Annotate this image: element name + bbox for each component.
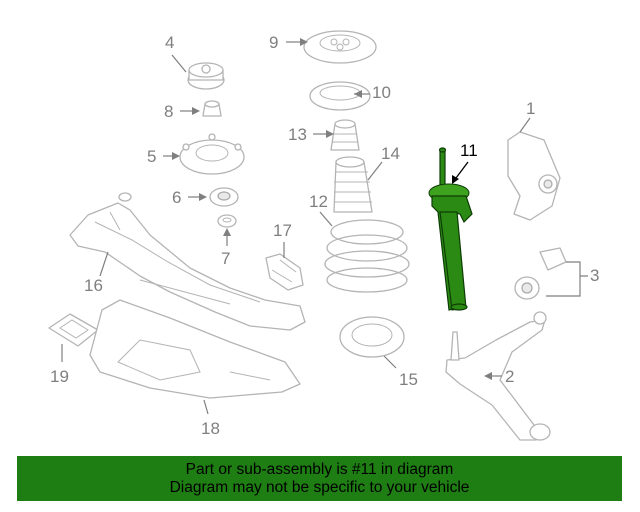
- callout-6: 6: [172, 188, 181, 207]
- callout-16: 16: [84, 276, 103, 295]
- part-3-bushings[interactable]: [514, 247, 567, 300]
- callout-13: 13: [288, 125, 307, 144]
- callout-16-leader: [99, 251, 109, 277]
- part-15-spring-pad[interactable]: [339, 316, 405, 358]
- part-17-bracket[interactable]: [265, 253, 304, 291]
- part-9-strut-mount-cap[interactable]: [303, 30, 377, 64]
- part-11-strut-highlighted[interactable]: [428, 147, 473, 311]
- part-7-washer[interactable]: [217, 214, 237, 228]
- callout-4: 4: [165, 33, 174, 52]
- callout-15: 15: [399, 370, 418, 389]
- callout-19: 19: [50, 367, 69, 386]
- callout-17: 17: [273, 221, 292, 240]
- callout-12: 12: [309, 192, 328, 211]
- banner-line-2: Diagram may not be specific to your vehi…: [169, 479, 470, 496]
- part-4-upper-mount[interactable]: [187, 62, 225, 90]
- part-14-dust-boot[interactable]: [333, 156, 373, 213]
- callout-2: 2: [505, 367, 514, 386]
- callout-14: 14: [381, 144, 400, 163]
- part-2-control-arm[interactable]: [445, 311, 551, 441]
- callout-3: 3: [590, 266, 599, 285]
- part-6-bearing[interactable]: [209, 187, 239, 207]
- parts-diagram: 4 9 10 8 13 5 14 6 12 7 17 16 19 15 18 1…: [48, 30, 599, 441]
- part-1-steering-knuckle[interactable]: [507, 131, 561, 221]
- info-banner: Part or sub-assembly is #11 in diagram D…: [17, 456, 622, 501]
- part-19-pad[interactable]: [48, 313, 99, 347]
- callout-9: 9: [269, 33, 278, 52]
- callout-15-leader: [383, 355, 397, 369]
- part-8-nut[interactable]: [202, 100, 222, 117]
- callout-8: 8: [164, 102, 173, 121]
- callout-1-leader: [519, 117, 531, 133]
- callout-4-leader: [171, 54, 187, 73]
- part-13-bump-stop[interactable]: [330, 119, 360, 151]
- banner-line-1: Part or sub-assembly is #11 in diagram: [185, 461, 454, 478]
- callout-1: 1: [526, 99, 535, 118]
- part-16-subframe[interactable]: [69, 192, 306, 331]
- part-18-underbody-plate[interactable]: [89, 299, 301, 399]
- callout-5: 5: [147, 147, 156, 166]
- callout-7: 7: [221, 249, 230, 268]
- callout-3-leader: [546, 261, 588, 297]
- callout-11-leader: [455, 161, 469, 179]
- callout-18: 18: [201, 419, 220, 438]
- callout-12-leader: [319, 211, 333, 227]
- part-12-coil-spring[interactable]: [324, 219, 410, 293]
- callout-11: 11: [460, 141, 478, 160]
- callout-10: 10: [372, 83, 391, 102]
- callout-14-leader: [367, 161, 383, 181]
- part-5-strut-mount[interactable]: [179, 133, 245, 175]
- callout-18-leader: [203, 399, 209, 415]
